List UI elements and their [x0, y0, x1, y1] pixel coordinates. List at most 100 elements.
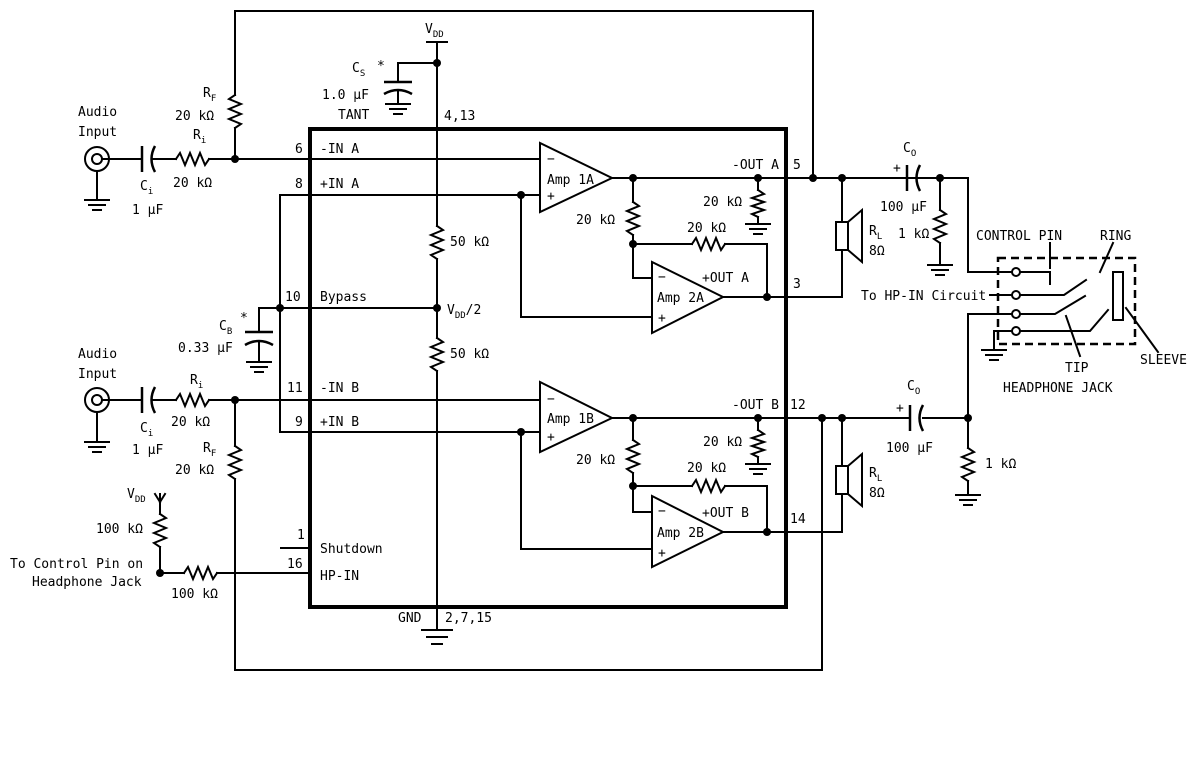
- jack-terminal-2: [1011, 290, 1021, 300]
- amp-2b: [651, 494, 726, 569]
- cs-value: 1.0 μF: [322, 88, 369, 103]
- sleeve-label: SLEEVE: [1140, 353, 1187, 368]
- cs-label: CS: [352, 61, 365, 79]
- resistor-20k-1: [624, 200, 642, 237]
- ci-b-value: 1 μF: [132, 443, 163, 458]
- jack-terminal-3: [1011, 309, 1021, 319]
- pin6-label: 6: [295, 142, 303, 157]
- rl-b-label: RL: [869, 466, 882, 484]
- resistor-ri-a: [174, 150, 211, 168]
- jack-ring-contact: [1019, 278, 1088, 296]
- amp-1b-plus: +: [547, 430, 555, 445]
- headphone-jack-label: HEADPHONE JACK: [1003, 381, 1113, 396]
- rf-b-label: RF: [203, 441, 216, 459]
- cb-wire: [258, 307, 281, 331]
- r100k-1-label: 100 kΩ: [96, 522, 143, 537]
- node-out2a: [763, 293, 771, 301]
- amp2b-plus-wire: [520, 431, 653, 550]
- pin16-label: 16: [287, 557, 303, 572]
- pin11-label: 11: [287, 381, 303, 396]
- cs-plate-bottom: [383, 88, 413, 96]
- r1k-a-label: 1 kΩ: [898, 227, 929, 242]
- cs-star: *: [377, 59, 385, 74]
- resistor-1k-b: [959, 446, 977, 483]
- node-out2b: [763, 528, 771, 536]
- amp-1a-plus: +: [547, 189, 555, 204]
- amp-2b-label: Amp 2B: [657, 526, 704, 541]
- ci-a-label: Ci: [140, 179, 153, 197]
- r50k-bottom-label: 50 kΩ: [450, 347, 489, 362]
- pin8-label: 8: [295, 177, 303, 192]
- resistor-100k-series: [182, 564, 219, 582]
- resistor-20k-2: [748, 188, 768, 219]
- gnd-label: GND: [398, 611, 422, 626]
- amp-1b-minus: −: [547, 392, 555, 407]
- node-pin12: [818, 414, 826, 422]
- ri-a-label: Ri: [193, 128, 206, 146]
- ri-b-value: 20 kΩ: [171, 415, 210, 430]
- vdd-pins: 4,13: [444, 109, 475, 124]
- tip-pointer: [1064, 314, 1082, 358]
- amp-1b-label: Amp 1B: [547, 412, 594, 427]
- in-plus-a-wire: [279, 194, 522, 433]
- amp-2a: [651, 260, 726, 335]
- audio-jack-a-inner: [91, 153, 103, 165]
- co-b-plus: +: [896, 401, 904, 416]
- rf-b-value: 20 kΩ: [175, 463, 214, 478]
- ring-pointer: [1098, 241, 1115, 274]
- sleeve-pointer: [1124, 306, 1160, 354]
- pin3-label: 3: [793, 277, 801, 292]
- amp-1b: [539, 380, 615, 454]
- jack-plug: [1112, 271, 1124, 321]
- gnd-pins: 2,7,15: [445, 611, 492, 626]
- control-pin-label: CONTROL PIN: [976, 229, 1062, 244]
- co-a-plate-right: [915, 164, 922, 192]
- amp2a-plus-wire: [520, 194, 653, 318]
- pin14-label: 14: [790, 512, 806, 527]
- control-pin-l2: Headphone Jack: [32, 575, 142, 590]
- pin12-label: 12: [790, 398, 806, 413]
- r20k-3-label: 20 kΩ: [687, 221, 726, 236]
- r20k-6-label: 20 kΩ: [687, 461, 726, 476]
- out-a-neg-label: -OUT A: [732, 158, 779, 173]
- r20k-6-wire-right: [724, 485, 768, 533]
- vdd-top-label: VDD: [425, 22, 444, 40]
- jack-tip-contact: [1019, 294, 1087, 315]
- bottom-feedback-wire: [234, 417, 823, 671]
- r20k-3-wire-right: [724, 243, 768, 298]
- speaker-a-body: [835, 221, 849, 251]
- pin10-label: 10: [285, 290, 301, 305]
- cb-star: *: [240, 311, 248, 326]
- resistor-rf-b: [226, 444, 244, 481]
- cs-wire: [397, 62, 438, 81]
- jack-sleeve-contact: [1019, 308, 1110, 332]
- resistor-20k-4: [624, 438, 642, 475]
- amp-2a-plus: +: [658, 311, 666, 326]
- cb-label: CB: [219, 319, 232, 337]
- r20k-5-label: 20 kΩ: [703, 435, 742, 450]
- out-b-neg-label: -OUT B: [732, 398, 779, 413]
- amp-2b-minus: −: [658, 504, 666, 519]
- amp-1a: [539, 141, 615, 214]
- r20k-4-label: 20 kΩ: [576, 453, 615, 468]
- node-pin5: [809, 174, 817, 182]
- r20k-1-label: 20 kΩ: [576, 213, 615, 228]
- audio-input-b-l2: Input: [78, 367, 117, 382]
- out-b-pos-label: +OUT B: [702, 506, 749, 521]
- rl-b-value: 8Ω: [869, 486, 885, 501]
- r20k-2-label: 20 kΩ: [703, 195, 742, 210]
- amp-1a-minus: −: [547, 152, 555, 167]
- pin10-name: Bypass: [320, 290, 367, 305]
- speaker-b-cone: [846, 451, 863, 509]
- resistor-rf-a: [226, 93, 244, 130]
- pin16-name: HP-IN: [320, 569, 359, 584]
- pin9-name: +IN B: [320, 415, 359, 430]
- cb-plate-bottom: [244, 339, 274, 347]
- jack-control-contact: [1019, 271, 1051, 285]
- speaker-a-cone: [846, 207, 863, 265]
- resistor-1k-a: [931, 208, 949, 245]
- co-a-plus: +: [893, 161, 901, 176]
- vdd-half-label: VDD/2: [447, 303, 481, 321]
- r50k-top-label: 50 kΩ: [450, 235, 489, 250]
